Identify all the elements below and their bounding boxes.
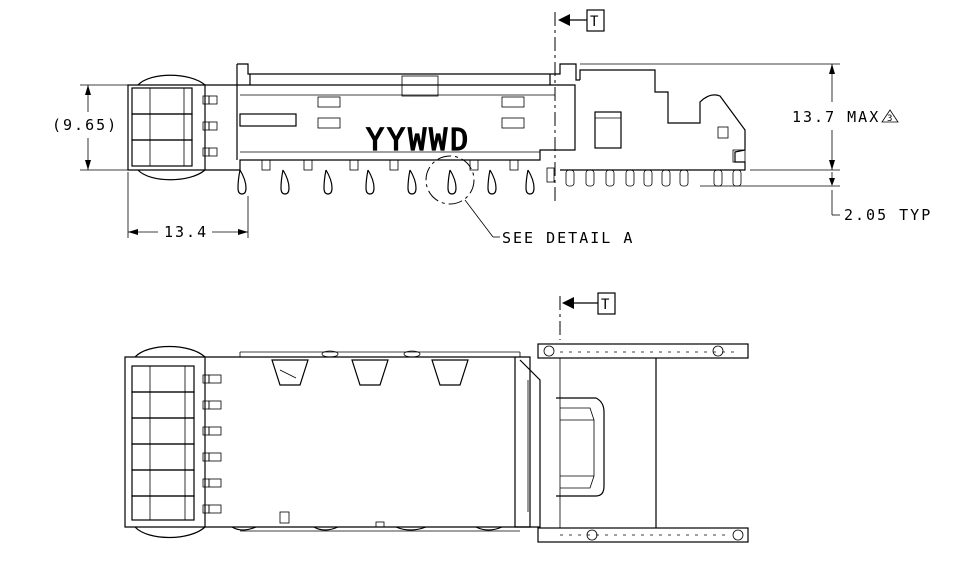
see-detail-a-label: SEE DETAIL A: [502, 229, 634, 247]
date-code-marking: YYWWD: [366, 123, 471, 158]
bottom-cage-outline: [124, 345, 531, 539]
dim-height-ref: (9.65): [52, 84, 128, 171]
dim-height-ref-text: (9.65): [52, 116, 118, 134]
datum-t-label-top: T: [590, 14, 599, 30]
datum-t-marker-top: T: [554, 9, 605, 205]
datum-t-marker-bottom: T: [559, 292, 616, 340]
detail-a-callout: SEE DETAIL A: [425, 155, 634, 247]
bottom-spring-tabs: [231, 350, 503, 531]
note-triangle-number: 3: [887, 114, 892, 124]
dim-length: 13.4: [127, 172, 249, 241]
press-fit-pins: [237, 159, 535, 195]
front-bezel: [131, 74, 218, 181]
dim-height-max-text: 13.7 MAX: [792, 108, 880, 126]
side-view: T YYWWD: [52, 9, 932, 247]
host-connector-body: [546, 69, 746, 187]
dim-height-max: 13.7 MAX 3: [580, 63, 899, 171]
dim-length-text: 13.4: [164, 223, 208, 241]
datum-t-label-bottom: T: [601, 297, 610, 313]
bottom-view: T: [124, 292, 749, 543]
dim-pin-length-text: 2.05 TYP: [844, 206, 932, 224]
dim-pin-length: 2.05 TYP: [700, 172, 932, 224]
bottom-host-board: [514, 343, 749, 543]
bottom-port-stack: [131, 365, 222, 521]
cage-outline: [127, 63, 580, 171]
